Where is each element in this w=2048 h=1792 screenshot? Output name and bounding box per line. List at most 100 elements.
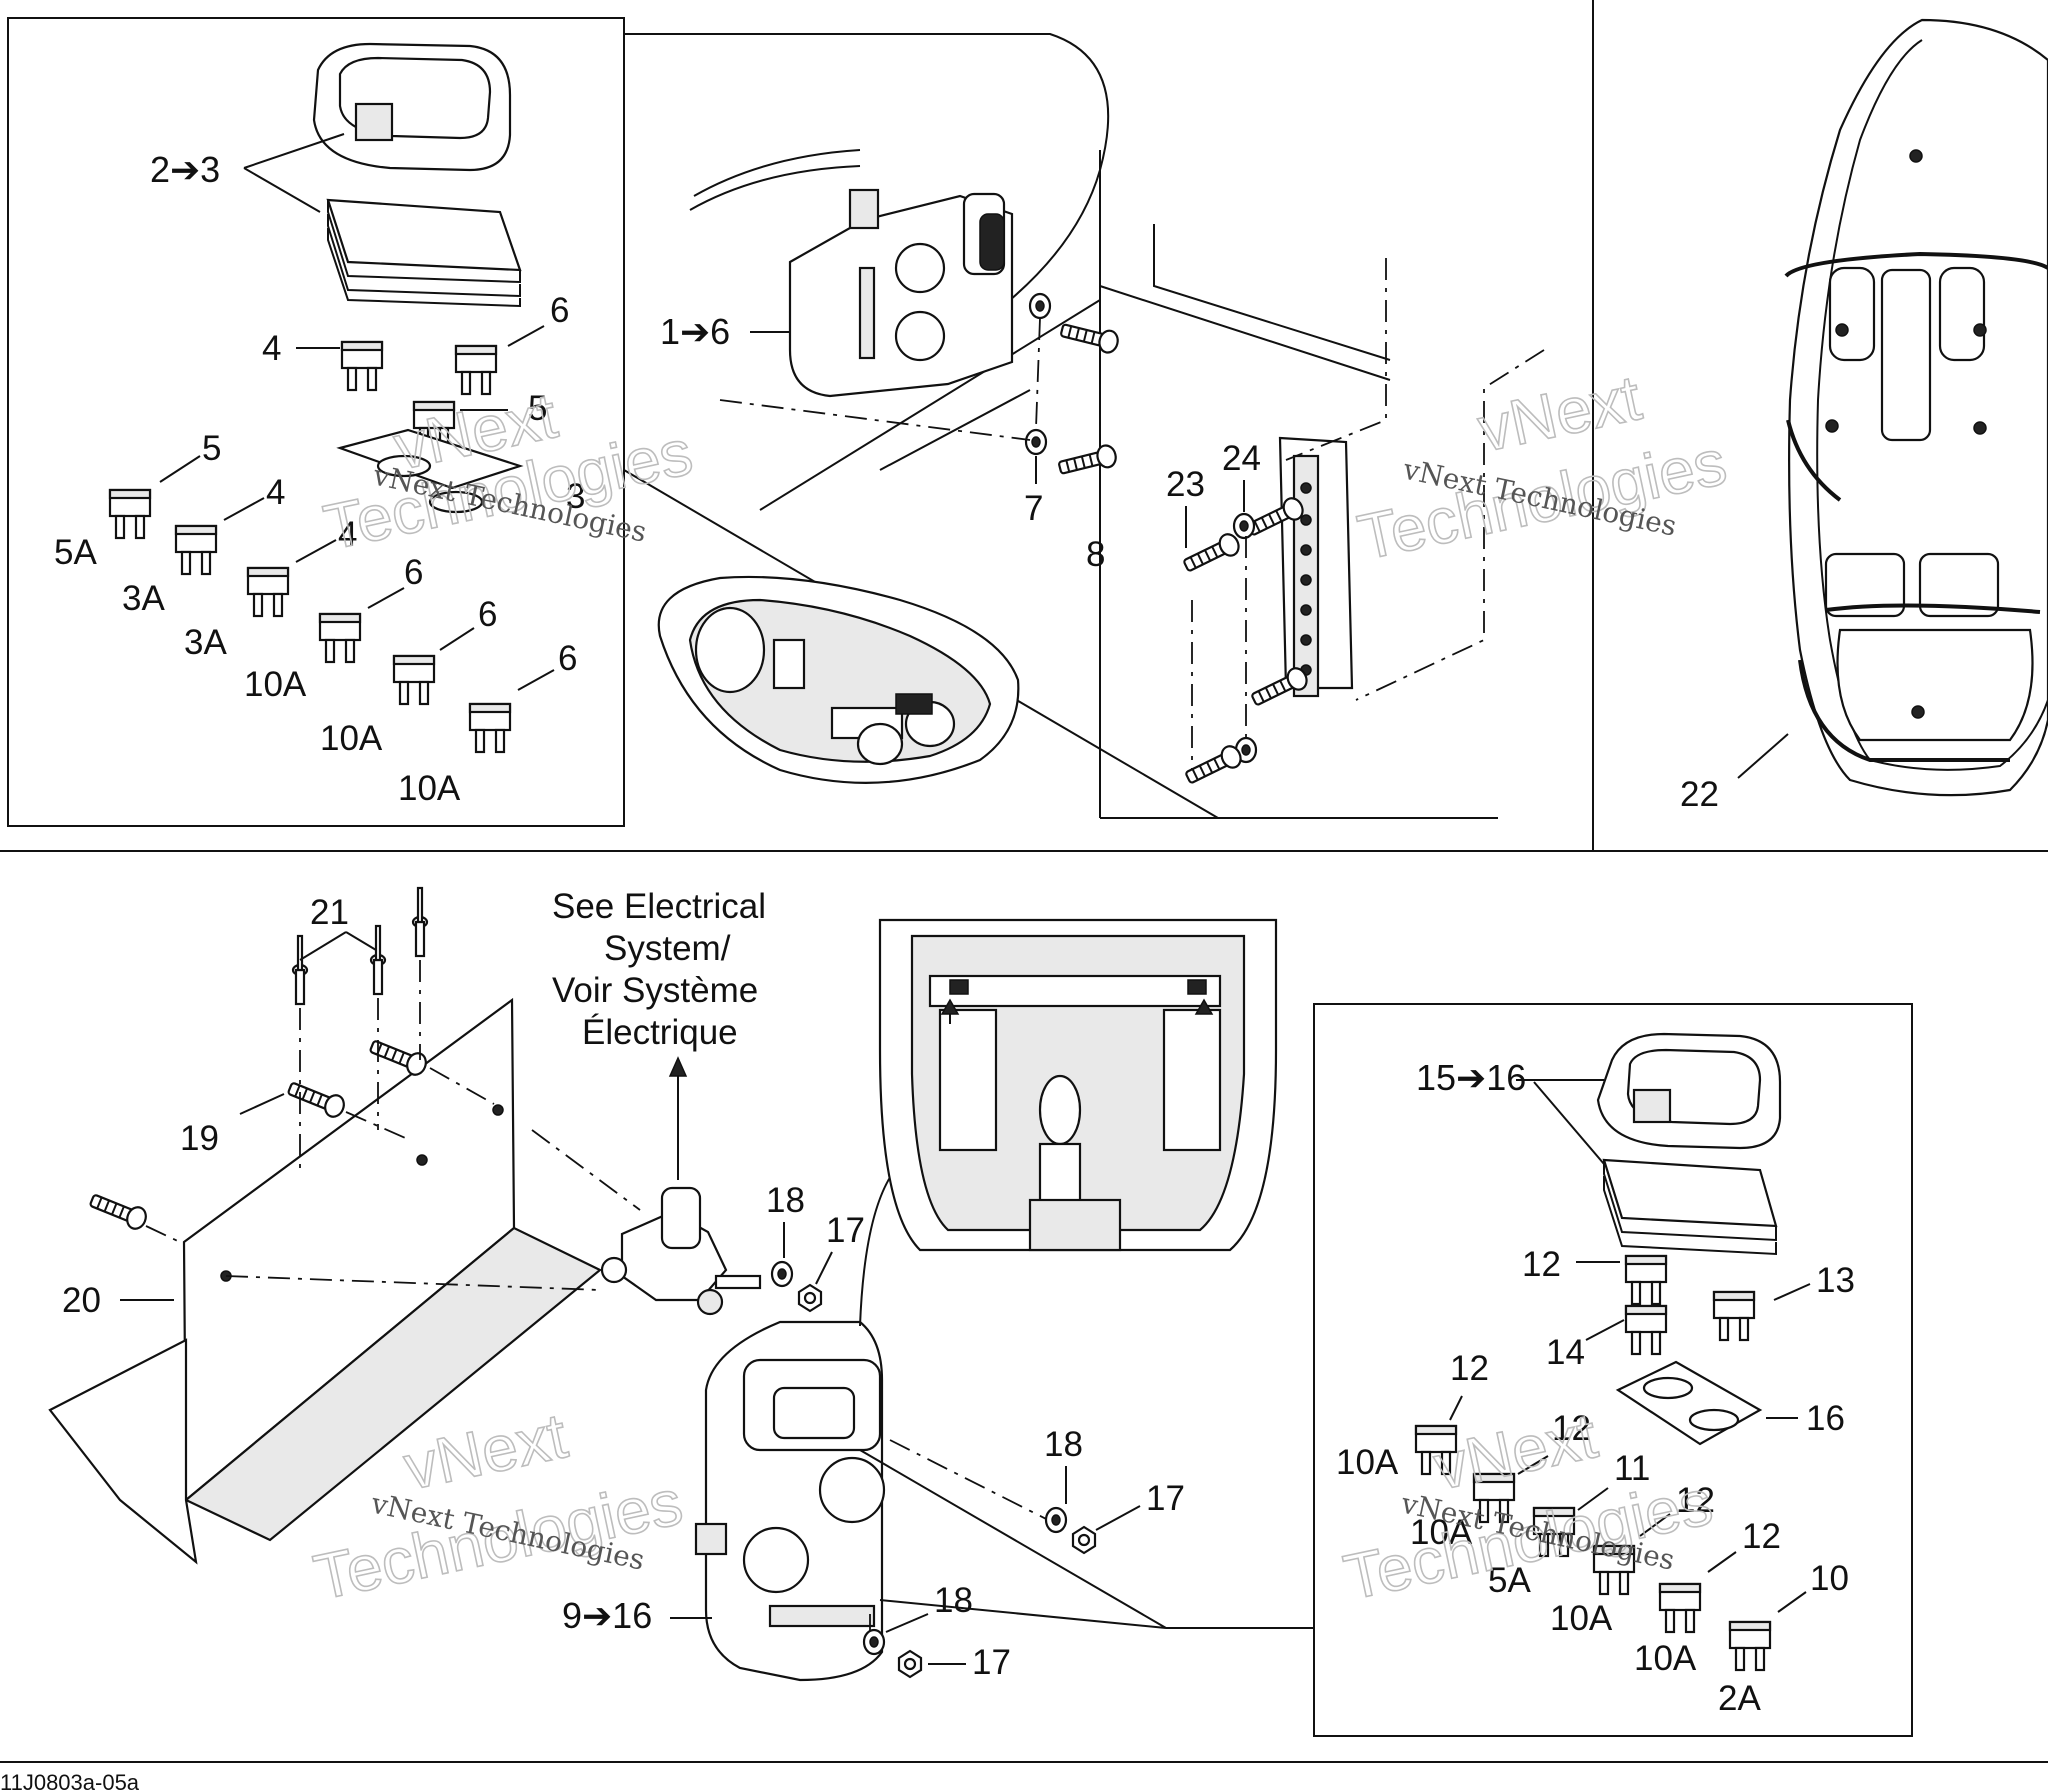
callout-18-right: 18 (1044, 1425, 1083, 1464)
svg-text:vNext: vNext (1428, 1399, 1603, 1503)
rating-10a-br3: 10A (1550, 1599, 1613, 1638)
screw-23-bottom (1182, 742, 1246, 789)
callout-6-mid3: 6 (558, 639, 577, 678)
fuse-2a-br (1728, 1620, 1772, 1672)
callout-4-mid1: 4 (266, 473, 285, 512)
reference-code: 11J0803a-05a (0, 1770, 140, 1792)
svg-text:Voir Système: Voir Système (552, 971, 758, 1010)
callout-7: 7 (1024, 489, 1043, 528)
callout-12-br2: 12 (1552, 1409, 1591, 1448)
callout-18-lower: 18 (934, 1581, 973, 1620)
screw-8-top (1058, 318, 1122, 356)
rating-10a-br2: 10A (1410, 1513, 1473, 1552)
callout-17-lower: 17 (972, 1643, 1011, 1682)
fuse-holder-plate-16 (1615, 1360, 1763, 1446)
fuse-4-top (340, 340, 384, 392)
callout-1-6: 1➔6 (660, 311, 730, 352)
fuse-box-cover (312, 42, 512, 172)
washer-18-lower (862, 1628, 886, 1656)
callout-12-br3: 12 (1676, 1481, 1715, 1520)
screw-19-a (86, 1188, 151, 1233)
rating-10a-br4: 10A (1634, 1639, 1697, 1678)
fuse-10a-1 (318, 612, 362, 664)
callout-4-mid2: 4 (338, 515, 357, 554)
fuse-14 (1624, 1304, 1668, 1356)
hull-wiring-harness-view (1784, 18, 2048, 797)
callout-12-br1: 12 (1450, 1349, 1489, 1388)
rivet-21-c (411, 886, 429, 958)
bolt-24-bottom (1248, 664, 1312, 711)
callout-18-upper: 18 (766, 1181, 805, 1220)
rivet-21-a (291, 934, 309, 1006)
screw-8-bottom (1056, 442, 1120, 480)
callout-23: 23 (1166, 465, 1205, 504)
callout-6-top: 6 (550, 291, 569, 330)
fuse-10a-br4 (1658, 1582, 1702, 1634)
callout-17-right: 17 (1146, 1479, 1185, 1518)
svg-text:Électrique: Électrique (582, 1013, 738, 1052)
screw-19-b (284, 1076, 349, 1121)
top-left-inset-frame (7, 17, 625, 827)
nut-17-lower (897, 1649, 923, 1679)
callout-13: 13 (1816, 1261, 1855, 1300)
terminal-block (1278, 436, 1354, 698)
callout-14: 14 (1546, 1333, 1585, 1372)
callout-5-top: 5 (528, 389, 547, 428)
svg-text:See Electrical: See Electrical (552, 887, 766, 926)
callout-5-left: 5 (202, 429, 221, 468)
callout-2-3: 2➔3 (150, 149, 220, 190)
fuse-box-gasket-bottom (1602, 1158, 1778, 1256)
callout-3: 3 (566, 477, 585, 516)
callout-6-mid2: 6 (478, 595, 497, 634)
callout-17-upper: 17 (826, 1211, 865, 1250)
fuse-12-top (1624, 1254, 1668, 1306)
callout-10: 10 (1810, 1559, 1849, 1598)
nut-17-upper (797, 1283, 823, 1313)
washer-18-right (1044, 1506, 1068, 1534)
bottom-fuse-box-assembly (694, 1320, 886, 1682)
bottom-right-inset-frame (1313, 1003, 1913, 1737)
washer-18-upper (770, 1260, 794, 1288)
rating-10a-3: 10A (398, 769, 461, 808)
callout-6-mid1: 6 (404, 553, 423, 592)
fuse-5a (108, 488, 152, 540)
rating-10a-br1: 10A (1336, 1443, 1399, 1482)
fuse-box-cover-bottom (1596, 1032, 1782, 1150)
hull-top-view-small (657, 575, 1020, 784)
fuse-3a-1 (174, 524, 218, 576)
callout-4-top: 4 (262, 329, 281, 368)
callout-22: 22 (1680, 775, 1719, 814)
callout-16: 16 (1806, 1399, 1845, 1438)
fuse-3a-2 (246, 566, 290, 618)
washer-7-top (1028, 292, 1052, 320)
callout-20: 20 (62, 1281, 101, 1320)
svg-text:System/: System/ (604, 929, 731, 968)
rating-3a-1: 3A (122, 579, 165, 618)
mounting-bracket-20 (48, 997, 603, 1565)
fuse-box-assembly (788, 188, 1014, 398)
relay-assembly (600, 1186, 762, 1316)
screw-23-top (1180, 530, 1244, 577)
callout-11: 11 (1614, 1449, 1650, 1488)
callout-12-top: 12 (1522, 1245, 1561, 1284)
callout-24: 24 (1222, 439, 1261, 478)
rating-5a: 5A (54, 533, 97, 572)
rating-10a-2: 10A (320, 719, 383, 758)
rivet-21-b (369, 924, 387, 996)
washer-7-bottom (1024, 428, 1048, 456)
rating-5a-br: 5A (1488, 1561, 1531, 1600)
callout-8: 8 (1086, 535, 1105, 574)
callout-9-16: 9➔16 (562, 1595, 652, 1636)
fuse-box-gasket (326, 198, 522, 308)
fuse-13 (1712, 1290, 1756, 1342)
fuse-10a-3 (468, 702, 512, 754)
fuse-6-top (454, 344, 498, 396)
callout-21: 21 (310, 893, 349, 932)
nut-17-right (1071, 1525, 1097, 1555)
callout-15-16: 15➔16 (1416, 1057, 1526, 1098)
callout-19: 19 (180, 1119, 219, 1158)
rating-10a-1: 10A (244, 665, 307, 704)
fuse-holder-plate-3 (336, 428, 524, 514)
callout-12-br4: 12 (1742, 1517, 1781, 1556)
